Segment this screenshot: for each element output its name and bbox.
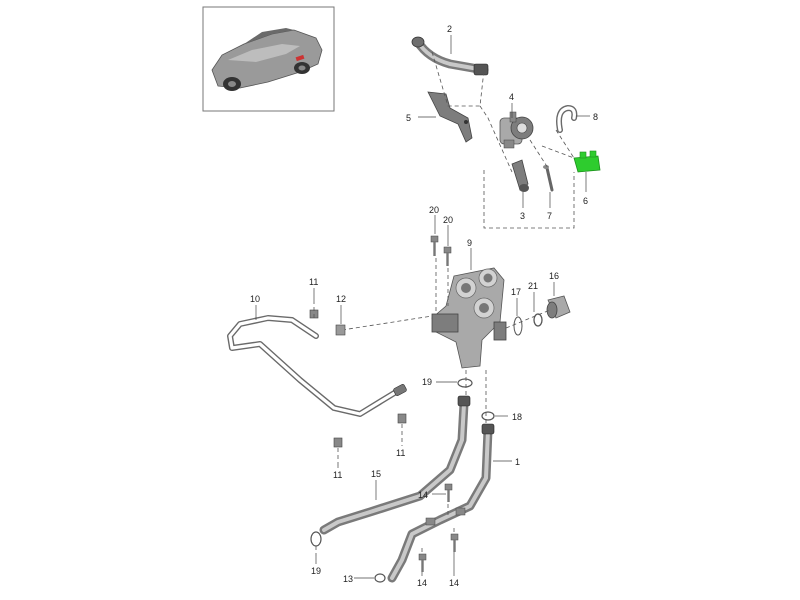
leader-lines: [255, 35, 590, 579]
part-clip-11b[interactable]: [333, 437, 343, 448]
callout-7: 7: [547, 211, 552, 221]
part-sensor-6-highlighted[interactable]: [573, 150, 601, 173]
callout-19b: 19: [311, 566, 321, 576]
callout-11a: 11: [309, 277, 318, 287]
callout-20a: 20: [429, 205, 439, 215]
part-oring-13[interactable]: [374, 573, 386, 583]
callout-12: 12: [336, 294, 346, 304]
part-bracket-5[interactable]: [427, 91, 473, 143]
callout-21: 21: [528, 281, 538, 291]
part-housing-9[interactable]: [431, 267, 507, 369]
callout-20b: 20: [443, 215, 453, 225]
callout-11c: 11: [396, 448, 405, 458]
callout-8: 8: [593, 112, 598, 122]
callout-4: 4: [509, 92, 514, 102]
part-bolt-14a[interactable]: [444, 483, 453, 502]
callout-16: 16: [549, 271, 559, 281]
part-pipe-10[interactable]: [227, 315, 407, 417]
part-pipe-1[interactable]: [387, 423, 495, 583]
part-actuator-3[interactable]: [511, 159, 529, 192]
part-bolt-20a[interactable]: [430, 235, 439, 256]
relation-lines-middle: [341, 258, 551, 428]
part-oring-19b[interactable]: [310, 531, 322, 547]
callout-10: 10: [250, 294, 260, 304]
callout-13: 13: [343, 574, 353, 584]
callout-14c: 14: [449, 578, 459, 588]
callout-1: 1: [515, 457, 520, 467]
callout-17: 17: [511, 287, 521, 297]
callout-18: 18: [512, 412, 522, 422]
callout-9: 9: [467, 238, 472, 248]
part-ring-21[interactable]: [533, 313, 543, 327]
callout-14a: 14: [418, 490, 428, 500]
relation-lines-upper: [431, 51, 575, 229]
part-oring-19a[interactable]: [457, 378, 473, 388]
part-clamp-12[interactable]: [335, 324, 346, 336]
part-pipe-15[interactable]: [319, 395, 471, 535]
callout-3: 3: [520, 211, 525, 221]
callout-5: 5: [406, 113, 411, 123]
part-hose-2[interactable]: [411, 36, 489, 76]
callout-19a: 19: [422, 377, 432, 387]
part-gasket-17[interactable]: [513, 316, 523, 336]
callout-2: 2: [447, 24, 452, 34]
vehicle-thumbnail[interactable]: [202, 6, 335, 112]
callout-14b: 14: [417, 578, 427, 588]
callout-15: 15: [371, 469, 381, 479]
callout-11b: 11: [333, 470, 342, 480]
part-bolt-14b[interactable]: [418, 553, 427, 572]
part-hose-8[interactable]: [556, 105, 578, 133]
car-image: [211, 28, 323, 91]
relation-lines-lower: [313, 302, 455, 556]
part-cap-16[interactable]: [546, 295, 571, 319]
part-bolt-7[interactable]: [543, 165, 554, 192]
part-oring-18[interactable]: [481, 411, 495, 421]
part-clip-11c[interactable]: [397, 413, 407, 424]
part-bolt-20b[interactable]: [443, 246, 452, 266]
callout-labels: 2 4 5 8 6 3 7 20 20 9 10 11 12 17 21 16 …: [250, 24, 598, 588]
part-bolt-14c[interactable]: [450, 533, 459, 552]
part-valve-4[interactable]: [499, 111, 534, 149]
callout-6: 6: [583, 196, 588, 206]
